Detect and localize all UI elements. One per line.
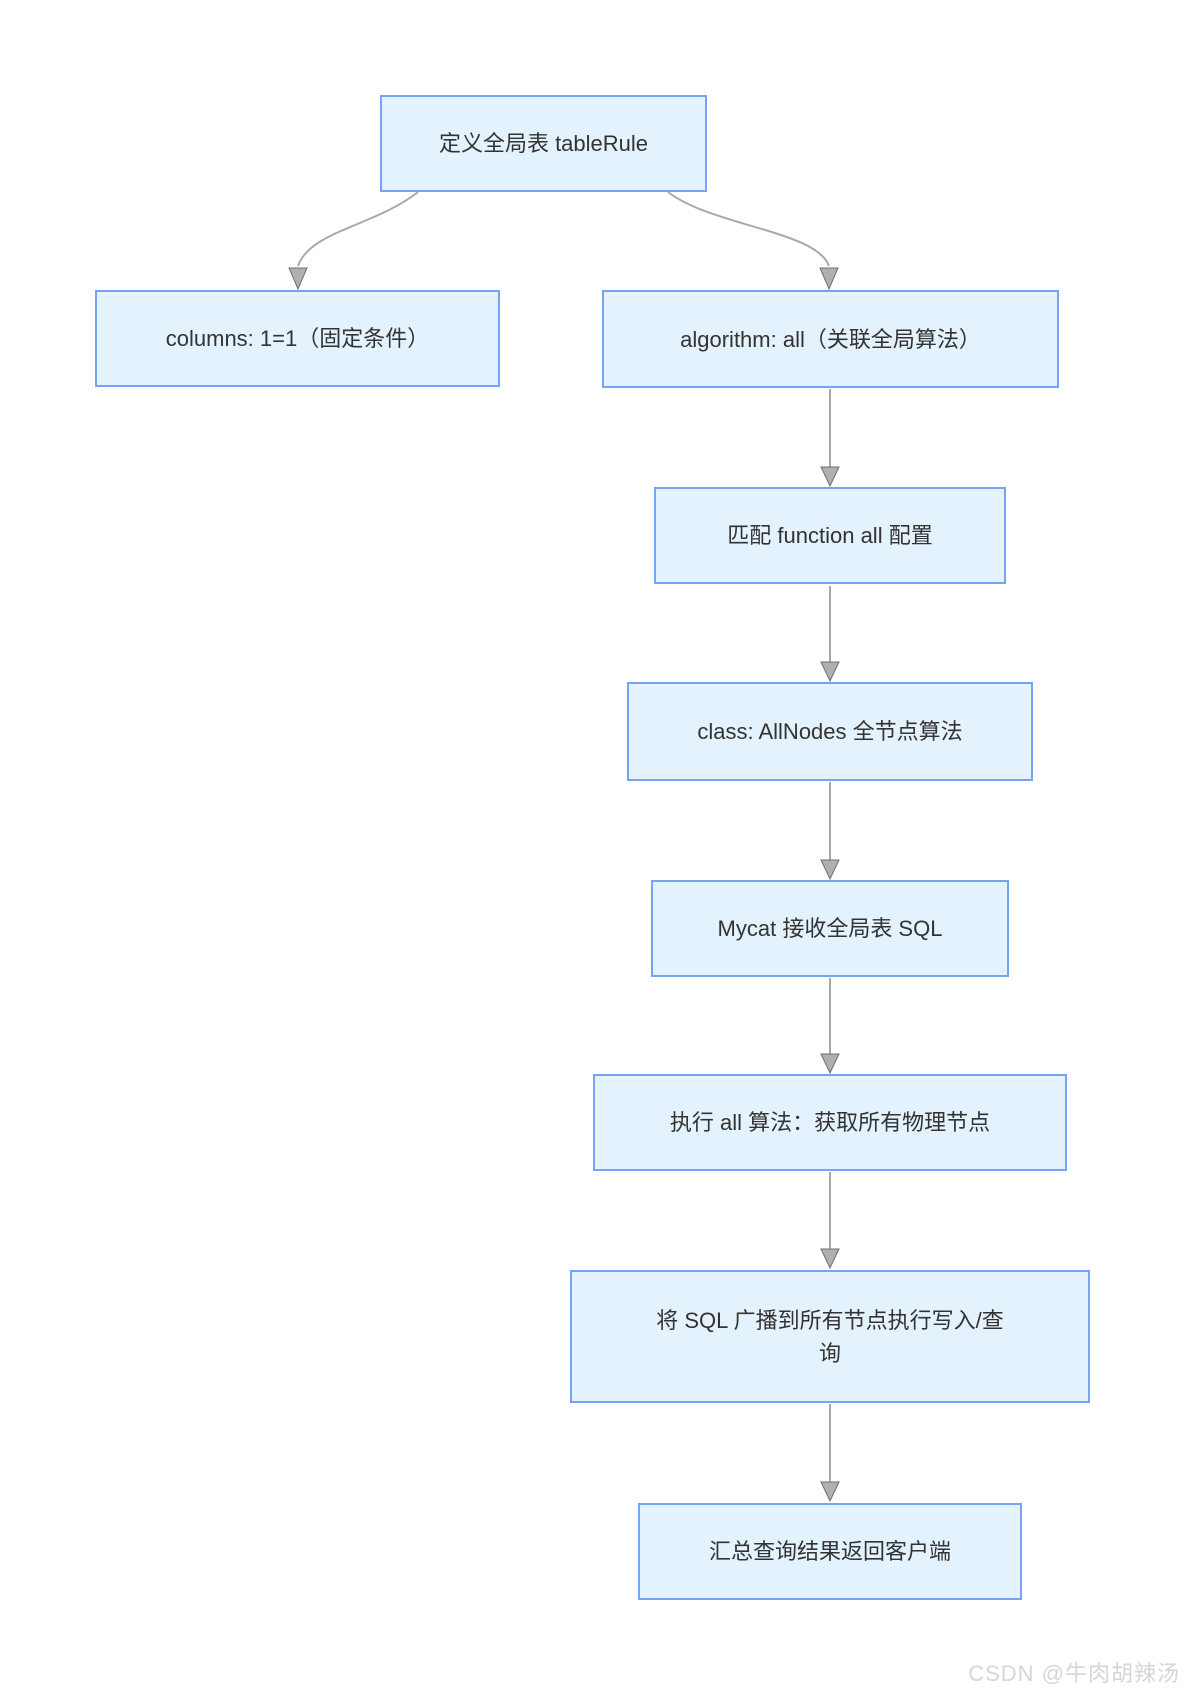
node-label: algorithm: all（关联全局算法） bbox=[680, 326, 981, 352]
edge-tablerule-to-algorithm bbox=[667, 191, 839, 291]
node-execute-all-algorithm: 执行 all 算法：获取所有物理节点 bbox=[593, 1074, 1067, 1171]
edge-tablerule-to-columns bbox=[288, 191, 419, 291]
node-label: Mycat 接收全局表 SQL bbox=[717, 916, 943, 941]
arrowhead-icon bbox=[820, 859, 840, 881]
node-columns-condition: columns: 1=1（固定条件） bbox=[95, 290, 500, 387]
node-algorithm-all: algorithm: all（关联全局算法） bbox=[602, 290, 1059, 388]
arrowhead-icon bbox=[820, 1248, 840, 1270]
arrowhead-icon bbox=[820, 661, 840, 683]
watermark: CSDN @牛肉胡辣汤 bbox=[968, 1661, 1180, 1686]
arrowhead-icon bbox=[820, 1053, 840, 1075]
edge-mycat-to-execute bbox=[820, 978, 840, 1075]
node-label: 执行 all 算法：获取所有物理节点 bbox=[669, 1110, 991, 1135]
edge-broadcast-to-aggregate bbox=[820, 1404, 840, 1503]
node-class-allnodes: class: AllNodes 全节点算法 bbox=[627, 682, 1033, 781]
arrowhead-icon bbox=[288, 267, 308, 291]
arrowhead-icon bbox=[820, 466, 840, 488]
edge-class-to-mycat bbox=[820, 782, 840, 881]
node-define-tablerule: 定义全局表 tableRule bbox=[380, 95, 707, 192]
node-aggregate-results: 汇总查询结果返回客户端 bbox=[638, 1503, 1022, 1600]
node-mycat-receive-sql: Mycat 接收全局表 SQL bbox=[651, 880, 1009, 977]
node-label: 汇总查询结果返回客户端 bbox=[708, 1539, 951, 1564]
node-label: 将 SQL 广播到所有节点执行写入/查 询 bbox=[656, 1307, 1004, 1366]
node-label: columns: 1=1（固定条件） bbox=[165, 326, 430, 351]
edge-algorithm-to-function bbox=[820, 389, 840, 488]
arrowhead-icon bbox=[820, 1481, 840, 1503]
node-label: 定义全局表 tableRule bbox=[438, 131, 649, 156]
edge-function-to-class bbox=[820, 586, 840, 683]
edge-execute-to-broadcast bbox=[820, 1172, 840, 1270]
node-broadcast-sql: 将 SQL 广播到所有节点执行写入/查 询 bbox=[570, 1270, 1090, 1403]
node-label: class: AllNodes 全节点算法 bbox=[697, 719, 963, 744]
node-match-function-all: 匹配 function all 配置 bbox=[654, 487, 1006, 584]
arrowhead-icon bbox=[819, 267, 839, 291]
node-label: 匹配 function all 配置 bbox=[727, 523, 933, 548]
